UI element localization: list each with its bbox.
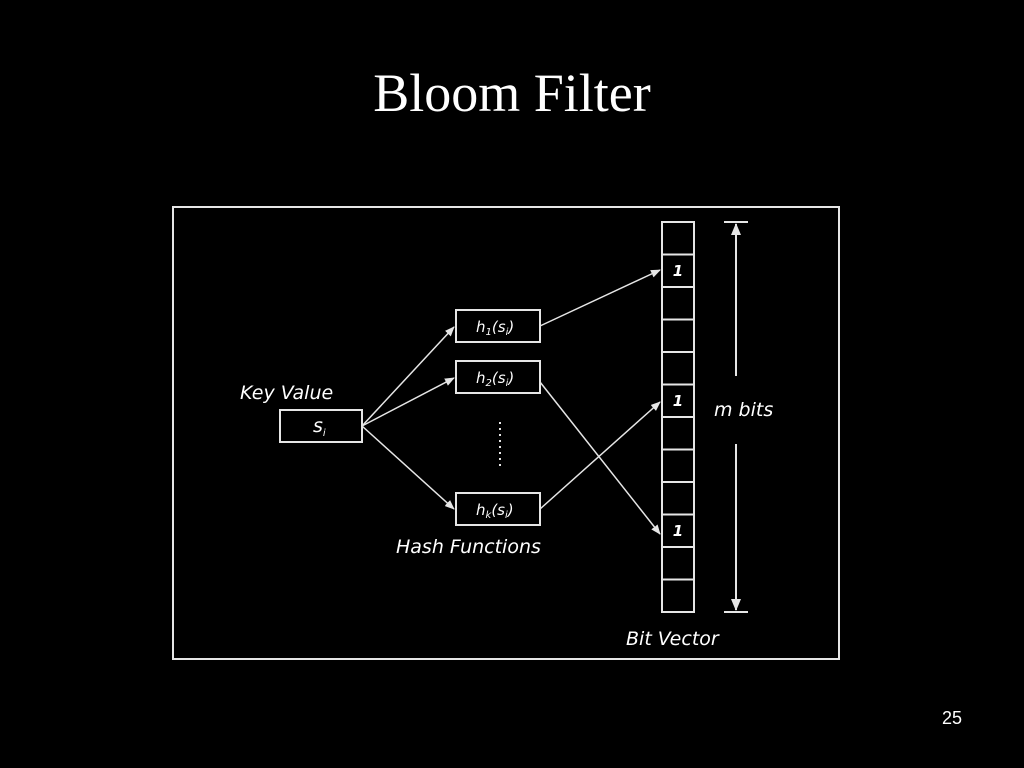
hash-function-1: h1(si) [455,309,541,343]
bit-value: 1 [673,262,683,280]
diagram-frame [172,206,840,660]
arrow-h1-to-bit [539,269,661,327]
svg-text:hk(si): hk(si) [476,501,514,521]
key-base: s [313,415,323,437]
svg-text:h1(si): h1(si) [476,318,514,338]
bit-cell [661,578,695,613]
slide-title: Bloom Filter [373,63,651,123]
arrow-key-to-h1 [361,326,455,427]
m-bits-label: m bits [714,399,773,421]
page-number: 25 [941,708,962,728]
bit-cell [661,318,695,353]
bit-cell [661,351,695,386]
bit-cell [661,221,695,256]
svg-text:h2(si): h2(si) [476,369,514,389]
hash-function-k: hk(si) [455,492,541,526]
bit-cell [661,448,695,483]
bit-value: 1 [673,392,683,410]
bit-cell [661,416,695,451]
bit-cell [661,546,695,581]
bit-vector-label: Bit Vector [626,628,720,650]
bit-cell [661,481,695,516]
arrow-h2-to-bit [539,381,661,535]
arrow-hk-to-bit [539,401,661,510]
key-text: si [313,415,326,439]
bit-cell [661,286,695,321]
hash-functions-label: Hash Functions [396,536,541,558]
bit-vector: 1 1 1 [661,221,695,613]
hash-function-2: h2(si) [455,360,541,394]
key-subscript: i [323,428,326,439]
key-value-label: Key Value [240,382,333,404]
bit-value: 1 [673,522,683,540]
arrow-key-to-h2 [361,377,455,427]
arrow-key-to-hk [361,425,455,510]
